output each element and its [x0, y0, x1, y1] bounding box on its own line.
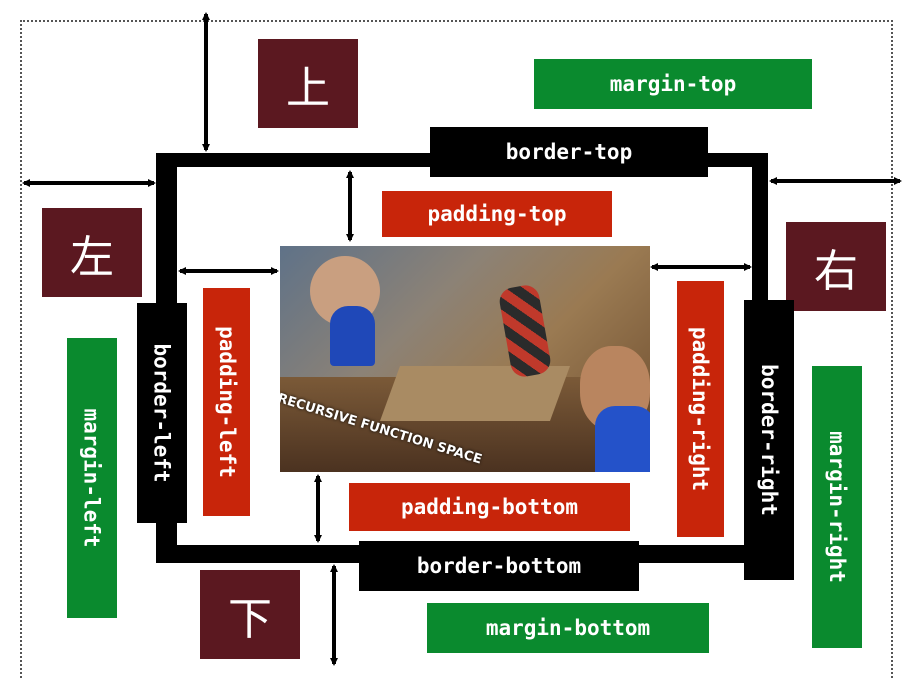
margin-left-label: margin-left — [67, 338, 117, 618]
margin-right-label: margin-right — [812, 366, 862, 648]
margin-top-label: margin-top — [534, 59, 812, 109]
border-top-label: border-top — [430, 127, 708, 177]
border-frame-right — [752, 153, 768, 303]
margin-area-outline — [20, 20, 893, 678]
kanji-bottom-label: 下 — [200, 570, 300, 659]
border-bottom-label: border-bottom — [359, 541, 639, 591]
border-right-label: border-right — [744, 300, 794, 580]
kanji-left-label: 左 — [42, 208, 142, 297]
content-photo: RECURSIVE FUNCTION SPACE — [280, 246, 650, 472]
padding-left-label: padding-left — [203, 288, 250, 516]
padding-top-label: padding-top — [382, 191, 612, 237]
padding-right-label: padding-right — [677, 281, 724, 537]
padding-bottom-label: padding-bottom — [349, 483, 630, 531]
kanji-right-label: 右 — [786, 222, 886, 311]
margin-bottom-label: margin-bottom — [427, 603, 709, 653]
border-left-label: border-left — [137, 303, 187, 523]
kanji-top-label: 上 — [258, 39, 358, 128]
